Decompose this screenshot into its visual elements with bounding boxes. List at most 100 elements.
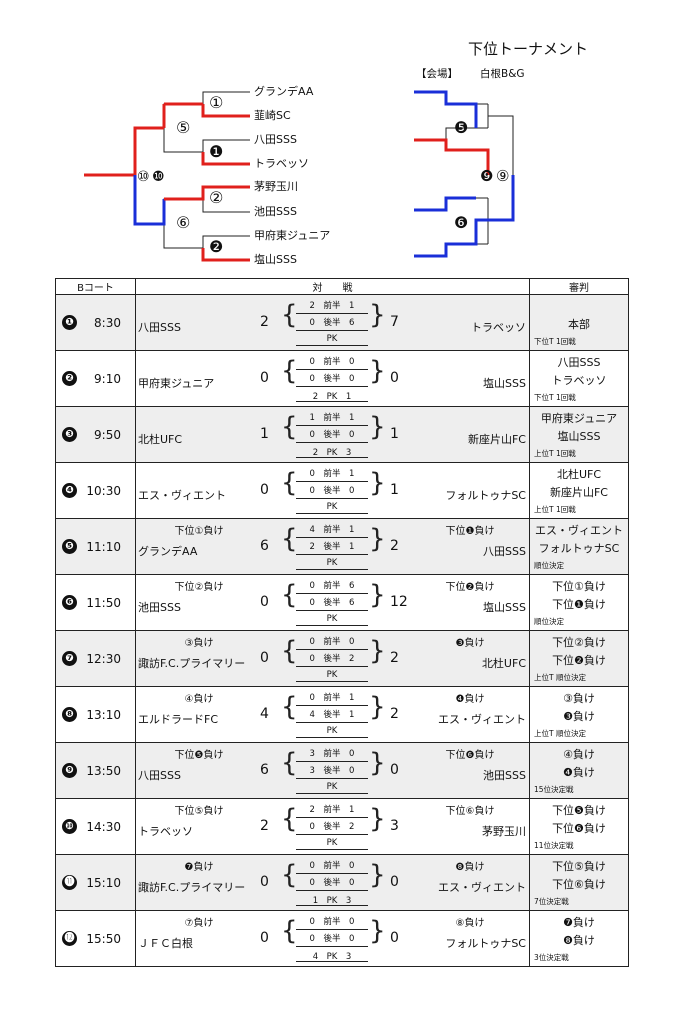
first-half: 4 前半 1 <box>296 523 368 535</box>
first-half-label: 前半 <box>323 413 341 423</box>
second-half-left: 4 <box>309 710 315 720</box>
second-half-label: 後半 <box>323 542 341 552</box>
divider <box>296 761 368 762</box>
referee-2: トラベッソ <box>551 374 607 387</box>
game-number: ❼ <box>62 651 77 666</box>
brace-left: { <box>281 692 298 722</box>
round-note: 上位T 1回戦 <box>534 505 576 514</box>
referee-cell: 下位①負け下位❶負け順位決定 <box>529 574 629 631</box>
divider <box>296 946 368 947</box>
second-half-left: 0 <box>309 878 315 888</box>
second-half-label: 後半 <box>323 878 341 888</box>
left-seed: ④負け <box>184 694 214 705</box>
pk-row: 2 PK 3 <box>312 448 352 458</box>
divider <box>296 849 368 850</box>
referee-2: 新座片山FC <box>549 486 608 499</box>
left-bracket-red <box>84 102 250 262</box>
first-half-right: 0 <box>349 357 355 367</box>
second-half-label: 後半 <box>323 374 341 384</box>
left-seed: 下位⑤負け <box>174 806 224 817</box>
right-seed: 下位⑥負け <box>445 806 495 817</box>
pk-row: 4 PK 3 <box>312 952 352 962</box>
right-team: 茅野玉川 <box>482 825 526 838</box>
right-team: エス・ヴィエント <box>438 713 526 726</box>
second-half-left: 0 <box>309 486 315 496</box>
brace-right: } <box>369 524 386 554</box>
brace-right: } <box>369 748 386 778</box>
referee-2: フォルトゥナSC <box>538 542 620 555</box>
bracket-team: 池田SSS <box>254 205 297 218</box>
first-half: 0 前半 0 <box>296 635 368 647</box>
second-half: 0 後半 2 <box>296 652 368 664</box>
marker-r-b6: ❻ <box>454 213 468 232</box>
pk-row: PK <box>326 670 338 680</box>
right-team: エス・ヴィエント <box>438 881 526 894</box>
left-score: 2 <box>260 314 269 330</box>
second-half-label: 後半 <box>323 822 341 832</box>
first-half-label: 前半 <box>323 805 341 815</box>
left-score: 0 <box>260 370 269 386</box>
right-score: 2 <box>390 650 399 666</box>
right-team: トラベッソ <box>471 321 526 334</box>
game-time: 15:50 <box>86 931 121 946</box>
game-time: 15:10 <box>86 875 121 890</box>
game-number: ⓬ <box>62 931 77 946</box>
bracket-team: 八田SSS <box>254 133 297 146</box>
right-seed: ❽負け <box>455 862 485 873</box>
second-half-right: 1 <box>349 542 355 552</box>
divider <box>296 569 368 570</box>
game-time: 9:50 <box>94 427 121 442</box>
divider <box>296 610 368 611</box>
marker-10: ⑩ <box>137 169 150 185</box>
divider <box>296 554 368 555</box>
referee-2: 塩山SSS <box>557 430 601 443</box>
game-slot: ⓬ 15:50 <box>55 910 136 967</box>
right-seed: 下位❶負け <box>445 526 495 537</box>
divider <box>296 401 368 402</box>
marker-r-9: ⑨ <box>496 167 509 185</box>
brace-left: { <box>281 860 298 890</box>
divider <box>296 442 368 443</box>
second-half-right: 1 <box>349 710 355 720</box>
right-score: 7 <box>390 314 399 330</box>
referee-1: 下位②負け <box>552 636 606 649</box>
first-half-left: 3 <box>309 749 315 759</box>
divider <box>296 386 368 387</box>
referee-1: 下位❺負け <box>552 804 606 817</box>
divider <box>296 498 368 499</box>
first-half-left: 0 <box>309 637 315 647</box>
referee-1: 八田SSS <box>557 356 601 369</box>
pk-row: PK <box>326 334 338 344</box>
first-half-left: 2 <box>309 805 315 815</box>
game-time: 13:10 <box>86 707 121 722</box>
second-half: 0 後半 6 <box>296 596 368 608</box>
first-half-left: 0 <box>309 693 315 703</box>
referee-1: 北杜UFC <box>556 468 602 481</box>
second-half: 2 後半 1 <box>296 540 368 552</box>
marker-6: ⑥ <box>176 213 190 232</box>
first-half-label: 前半 <box>323 637 341 647</box>
referee-1: ④負け <box>563 748 595 761</box>
first-half: 0 前半 1 <box>296 691 368 703</box>
right-team: 池田SSS <box>483 769 526 782</box>
pk-row: PK <box>326 502 338 512</box>
divider <box>296 625 368 626</box>
marker-r-b5: ❺ <box>454 118 468 137</box>
referee-2: ❽負け <box>563 934 595 947</box>
divider <box>296 593 368 594</box>
first-half-label: 前半 <box>323 749 341 759</box>
referee-2: ❹負け <box>563 766 595 779</box>
